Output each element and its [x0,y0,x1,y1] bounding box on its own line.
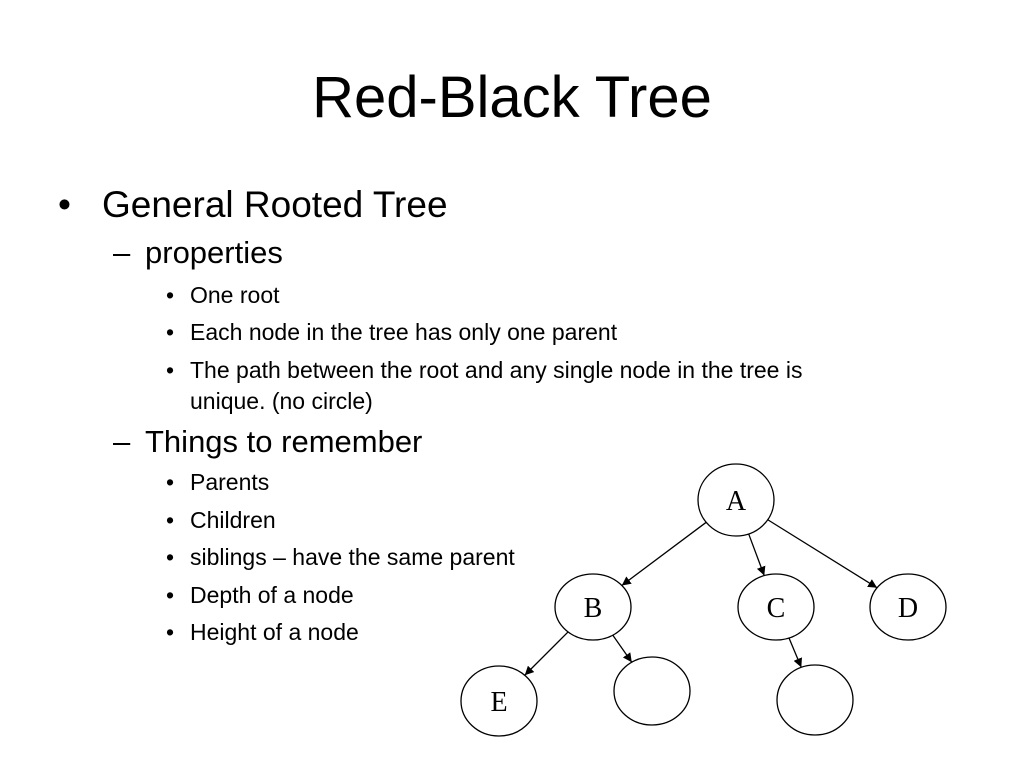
outline-heading: General Rooted Tree [102,184,448,225]
property-text: The path between the root and any single… [190,357,803,383]
tree-node-e [460,665,538,737]
bullet-marker: • [166,282,175,308]
remember-text: Children [190,507,276,533]
property-text: Each node in the tree has only one paren… [190,319,618,345]
property-text: unique. (no circle) [190,388,373,414]
tree-node-b [554,573,632,641]
bullet-marker: • [166,357,175,383]
remember-text: Parents [190,469,270,495]
dash-marker: – [113,235,131,270]
tree-node-label: D [898,593,918,624]
tree-node-c1 [776,664,854,736]
tree-edge-b-e [524,631,569,676]
bullet-marker: • [166,544,175,570]
tree-edge-c-c1 [788,637,802,668]
tree-edge-a-b [621,521,707,586]
tree-edge-a-c [748,533,766,576]
bullet-marker: • [166,469,175,495]
properties-label: properties [145,235,283,270]
tree-node-a [697,463,775,537]
remember-text: Depth of a node [190,582,354,608]
bullet-marker: • [166,619,175,645]
tree-node-label: A [726,486,747,517]
tree-edge-a-d [767,519,878,589]
remember-label: Things to remember [145,424,423,459]
tree-node-label: B [584,593,603,624]
slide-title: Red-Black Tree [312,65,712,130]
tree-edge-b-b2 [612,634,633,663]
bullet-marker: • [58,184,71,225]
bullet-marker: • [166,319,175,345]
bullet-marker: • [166,507,175,533]
tree-node-d [869,573,947,641]
remember-text: Height of a node [190,619,359,645]
dash-marker: – [113,424,131,459]
remember-text: siblings – have the same parent [190,544,515,570]
tree-node-b2 [613,656,691,726]
bullet-marker: • [166,582,175,608]
tree-node-c [737,573,815,641]
tree-node-label: E [490,687,507,718]
tree-node-label: C [767,593,786,624]
property-text: One root [190,282,280,308]
